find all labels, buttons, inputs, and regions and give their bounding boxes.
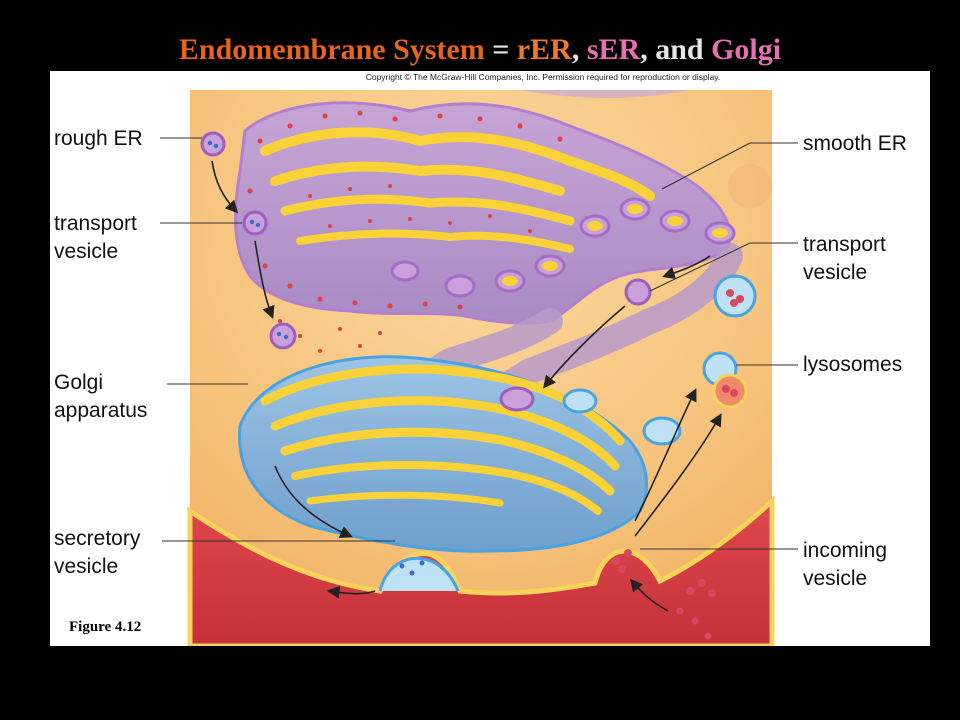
label-transport-vesicle-right-line1: transport xyxy=(803,233,886,256)
endomembrane-illustration xyxy=(160,90,798,646)
label-secretory-vesicle-line1: secretory xyxy=(54,527,141,550)
title-ser: sER xyxy=(586,33,641,66)
figure-number: Figure 4.12 xyxy=(65,619,146,636)
label-transport-vesicle-right-line2: vesicle xyxy=(803,261,868,284)
secretory-vesicle xyxy=(378,556,460,592)
incoming-vesicle xyxy=(612,549,716,640)
flow-arrows xyxy=(211,160,722,612)
slide-title: Endomembrane System = rER, sER, and Golg… xyxy=(0,32,960,68)
title-equals: = xyxy=(484,33,517,66)
label-transport-vesicle-left-line1: transport xyxy=(54,212,137,235)
title-and: , and xyxy=(640,33,712,66)
lysosomes xyxy=(702,274,757,409)
label-golgi-line1: Golgi xyxy=(54,371,104,394)
label-transport-vesicle-left-line2: vesicle xyxy=(54,240,119,263)
rough-er xyxy=(234,101,732,353)
leader-lines xyxy=(160,137,798,550)
label-incoming-vesicle-line1: incoming xyxy=(803,539,888,562)
label-secretory-vesicle-line2: vesicle xyxy=(54,555,119,578)
title-main: Endomembrane System xyxy=(178,33,485,66)
title-comma: , xyxy=(571,33,587,66)
title-rer: rER xyxy=(516,33,572,66)
plasma-membrane xyxy=(187,495,775,646)
copyright-notice: Copyright © The McGraw-Hill Companies, I… xyxy=(365,72,721,82)
label-rough-er: rough ER xyxy=(54,127,143,150)
nucleus-edge xyxy=(520,90,690,98)
label-smooth-er: smooth ER xyxy=(803,132,907,155)
transport-vesicles xyxy=(200,131,652,350)
background-organelle xyxy=(728,164,772,208)
figure-panel: Copyright © The McGraw-Hill Companies, I… xyxy=(50,71,930,646)
title-golgi: Golgi xyxy=(711,33,782,66)
label-incoming-vesicle-line2: vesicle xyxy=(803,567,868,590)
golgi-apparatus xyxy=(238,355,682,553)
label-golgi-line2: apparatus xyxy=(54,399,148,422)
label-lysosomes: lysosomes xyxy=(803,353,903,376)
